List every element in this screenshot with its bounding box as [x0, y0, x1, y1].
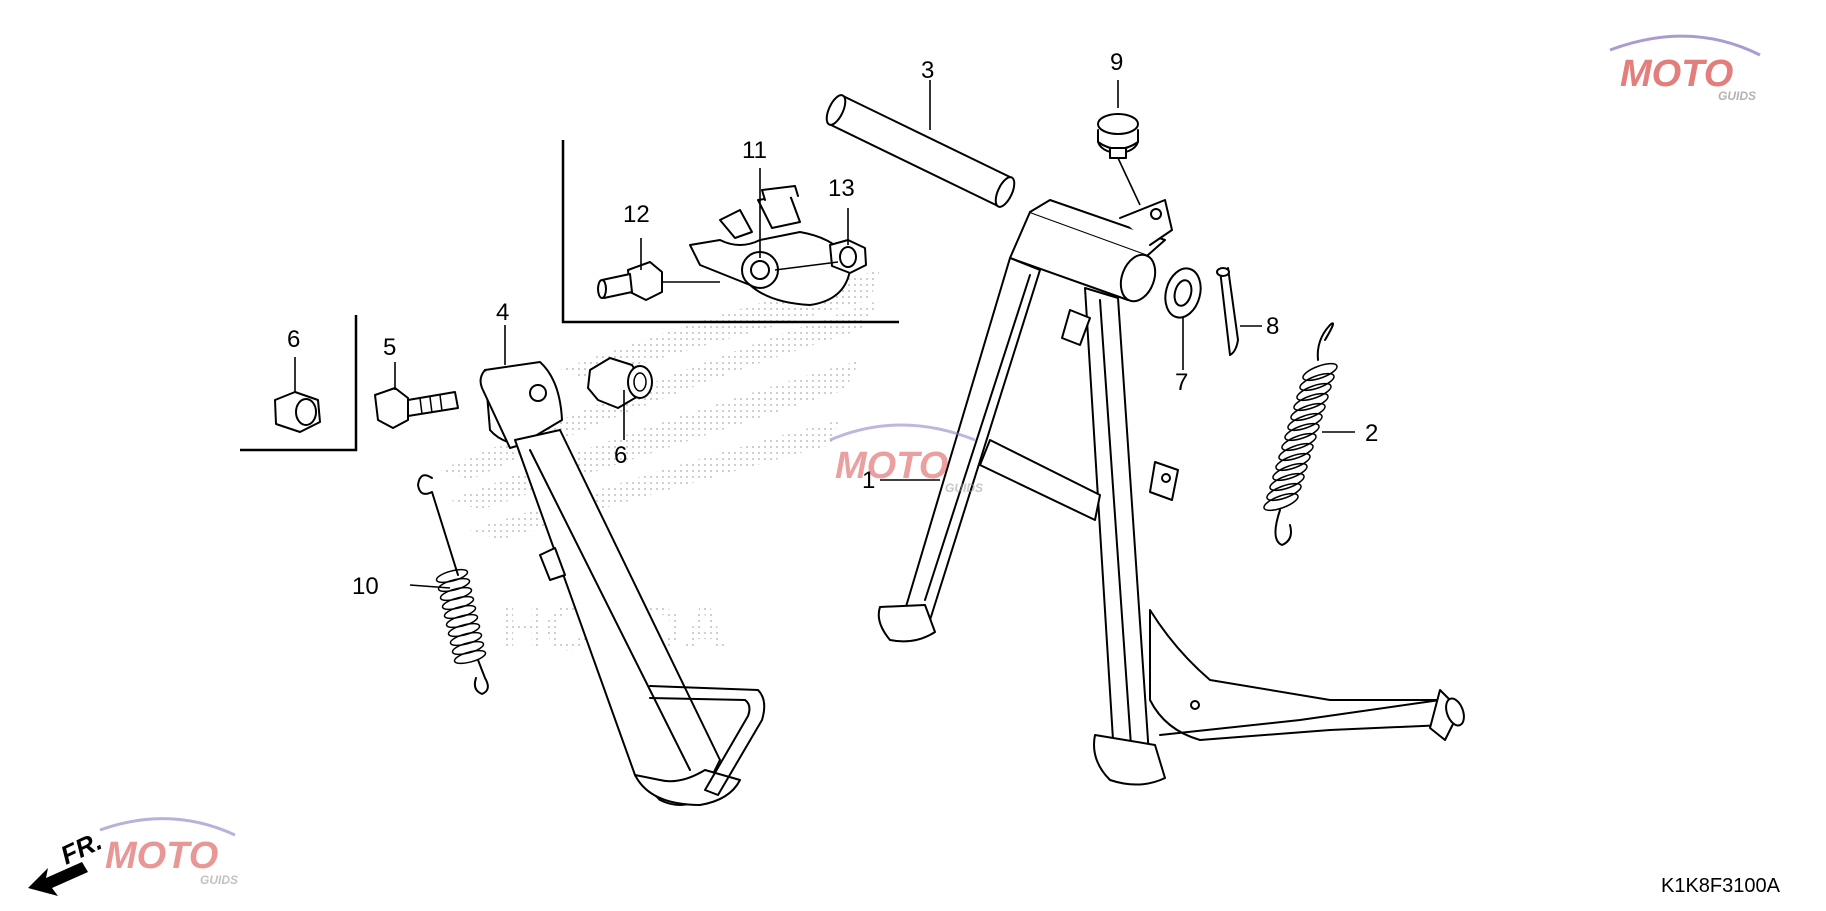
front-direction-arrow: FR.	[28, 826, 107, 896]
washer	[1164, 267, 1202, 319]
callout-12: 12	[623, 201, 650, 228]
inset-frame-nut	[240, 315, 358, 452]
callout-9: 9	[1110, 49, 1123, 76]
svg-text:MOTO: MOTO	[835, 445, 948, 487]
callout-3: 3	[921, 57, 934, 84]
switch-bolt	[597, 261, 663, 301]
svg-text:MOTO: MOTO	[105, 835, 218, 877]
inset-frame-sensor	[561, 140, 899, 324]
svg-text:GUIDS: GUIDS	[200, 873, 238, 887]
moto-guids-logo-center: MOTO GUIDS	[829, 423, 983, 495]
leader-lines	[294, 80, 1355, 589]
callout-8: 8	[1266, 313, 1279, 340]
callout-6: 6	[614, 442, 627, 469]
callout-7: 7	[1175, 369, 1188, 396]
front-label: FR.	[56, 826, 107, 871]
callout-1: 1	[862, 467, 875, 494]
main-stand-spring	[1263, 322, 1338, 546]
callout-5: 5	[383, 334, 396, 361]
svg-text:MOTO: MOTO	[1620, 53, 1733, 95]
svg-text:GUIDS: GUIDS	[945, 481, 983, 495]
pivot-pipe	[825, 94, 1016, 208]
stopper-rubber	[1097, 113, 1139, 159]
cotter-pin	[1216, 267, 1239, 356]
callout-13: 13	[828, 175, 855, 202]
callout-4: 4	[496, 299, 509, 326]
side-stand-spring	[417, 474, 489, 695]
side-stand	[479, 361, 766, 806]
side-stand-switch	[689, 185, 851, 306]
nut	[587, 357, 653, 409]
callout-10: 10	[352, 573, 379, 600]
callout-11: 11	[742, 137, 767, 164]
side-stand-bolt	[374, 387, 459, 429]
callout-2: 2	[1365, 420, 1378, 447]
svg-text:GUIDS: GUIDS	[1718, 89, 1756, 103]
callout-6-inset: 6	[287, 326, 300, 353]
honda-wing-watermark: HONDA	[440, 270, 880, 664]
moto-guids-logo-top: MOTO GUIDS	[1609, 34, 1761, 103]
main-stand	[877, 199, 1465, 786]
diagram-code: K1K8F3100A	[1661, 875, 1781, 897]
moto-guids-logo-bottom: MOTO GUIDS	[99, 817, 238, 887]
nut-inset	[274, 391, 321, 433]
